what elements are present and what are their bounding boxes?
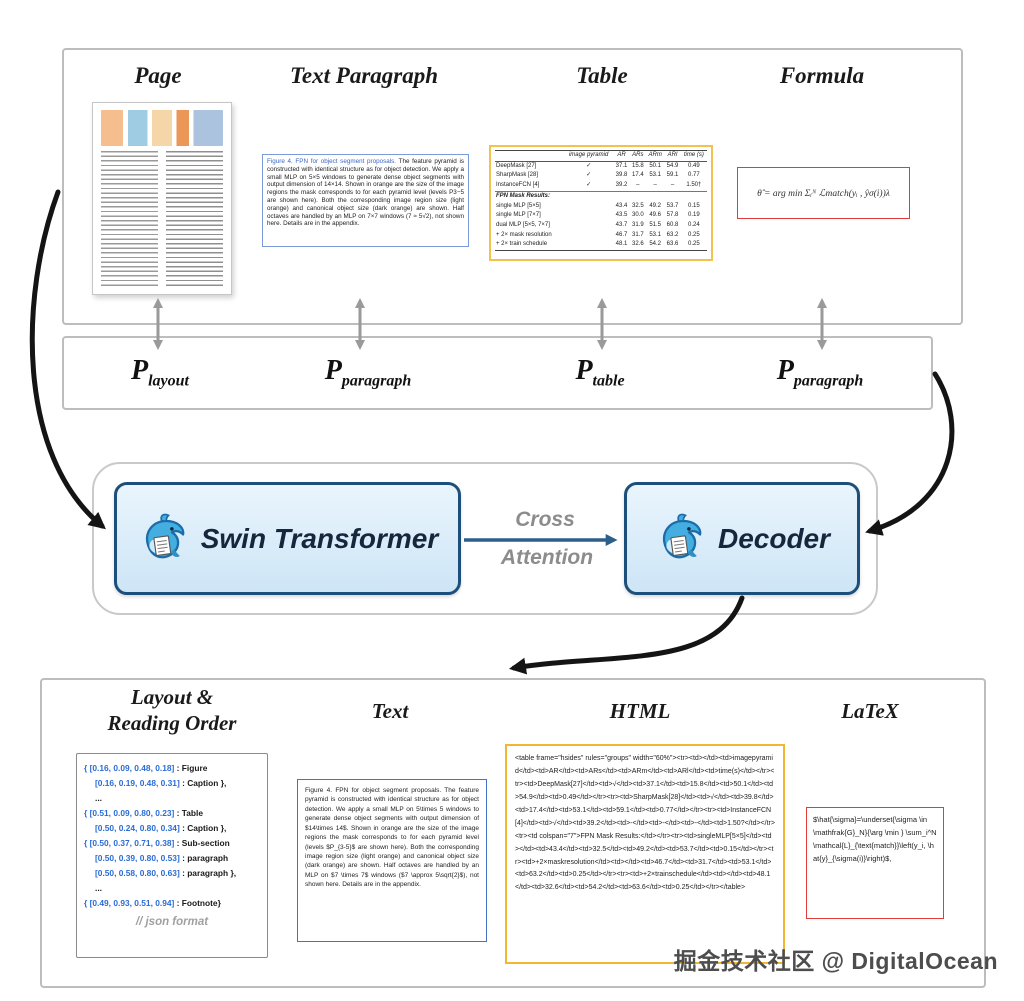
- encoder-label: Swin Transformer: [200, 522, 439, 554]
- layout-reading-order-header: Layout & Reading Order: [107, 685, 237, 736]
- decoder-label: Decoder: [717, 522, 831, 554]
- prompt-layout: Playout: [131, 355, 189, 390]
- json-format-note: // json format: [135, 915, 209, 928]
- decoder-box: Decoder: [624, 482, 860, 595]
- watermark: 掘金技术社区 @ DigitalOcean: [673, 948, 998, 974]
- paragraph-body-text: The feature pyramid is constructed with …: [267, 158, 464, 228]
- paragraph-lead-text: Figure 4. FPN for object segment proposa…: [267, 158, 397, 165]
- page-column-header: Page: [134, 63, 182, 88]
- page-thumbnail-figure: [101, 110, 223, 146]
- page-thumbnail-left-column: [101, 151, 159, 287]
- html-output-header: HTML: [609, 699, 671, 723]
- formula-text: θ̂ = arg min Σᵢᴺ ℒmatch(yᵢ , ŷσ(i))λ: [757, 188, 890, 199]
- cross-attention-label-line1: Cross: [515, 508, 575, 531]
- formula-column-header: Formula: [779, 63, 865, 88]
- cross-attention-label-line2: Attention: [500, 546, 594, 569]
- html-output-box: <table frame="hsides" rules="groups" wid…: [505, 744, 785, 964]
- text-output-header: Text: [371, 699, 409, 723]
- layout-json-output: { [0.16, 0.09, 0.48, 0.18] : Figure[0.16…: [76, 753, 268, 958]
- dolphin-icon: [145, 513, 185, 558]
- text-paragraph-sample: Figure 4. FPN for object segment proposa…: [262, 154, 469, 247]
- table-column-header: Table: [576, 63, 628, 88]
- page-thumbnail: [92, 102, 232, 295]
- encoder-box: Swin Transformer: [114, 482, 461, 595]
- prompts-panel: [62, 336, 933, 410]
- text-output-box: Figure 4. FPN for object segment proposa…: [297, 779, 487, 942]
- prompt-table: Ptable: [575, 355, 625, 390]
- prompt-paragraph-1: Pparagraph: [324, 355, 412, 390]
- latex-output-box: $\hat{\sigma}=\underset{\sigma \in \math…: [806, 807, 944, 919]
- page-thumbnail-right-column: [165, 151, 223, 287]
- prompt-paragraph-2: Pparagraph: [776, 355, 864, 390]
- latex-output-header: LaTeX: [841, 699, 899, 723]
- dolphin-icon: [663, 513, 702, 558]
- text-paragraph-column-header: Text Paragraph: [289, 63, 439, 88]
- layout-json-lines: { [0.16, 0.09, 0.48, 0.18] : Figure[0.16…: [84, 763, 237, 908]
- formula-sample: θ̂ = arg min Σᵢᴺ ℒmatch(yᵢ , ŷσ(i))λ: [737, 167, 910, 219]
